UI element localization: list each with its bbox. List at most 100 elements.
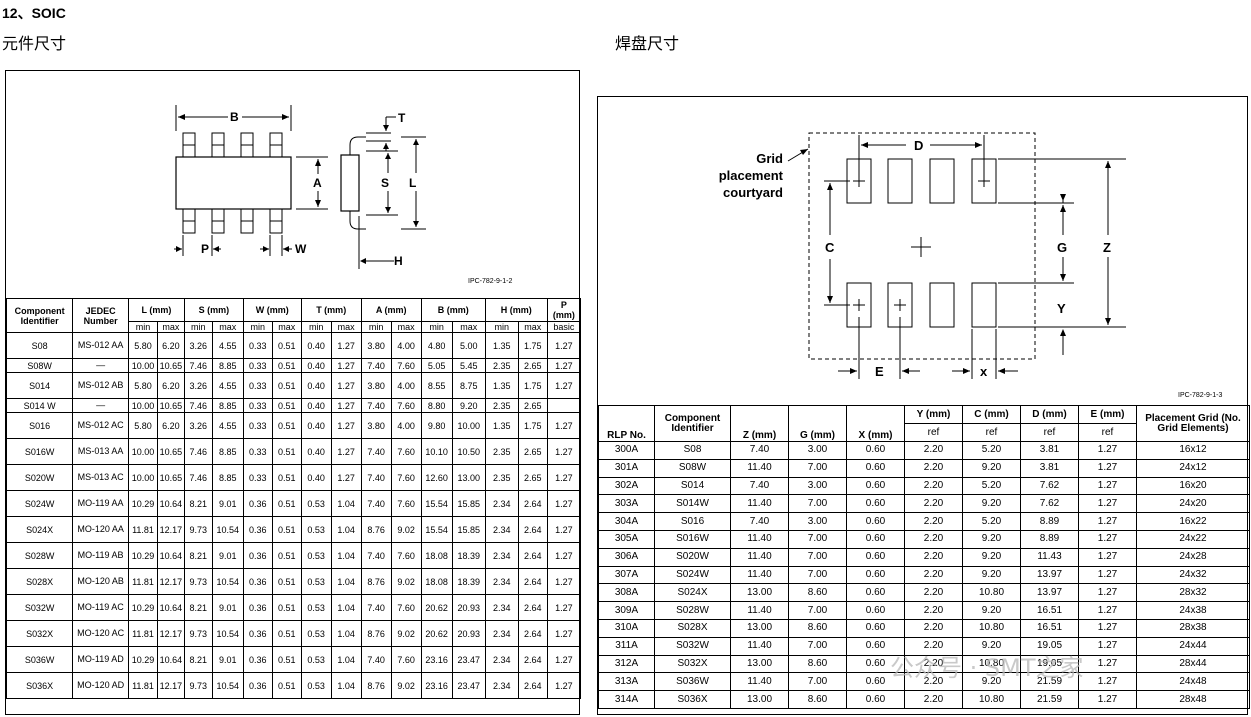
value-cell: 8.60 <box>788 690 847 709</box>
value-cell: 3.00 <box>788 476 847 496</box>
figure-ref-left: IPC-782-9-1-2 <box>468 278 512 285</box>
value-cell: 1.27 <box>546 620 582 647</box>
value-cell: 9.01 <box>211 594 244 621</box>
component-id-cell: S032W <box>5 594 74 621</box>
value-cell: 7.40 <box>360 594 392 621</box>
value-cell: 0.36 <box>242 516 273 543</box>
value-cell: 7.46 <box>183 398 213 413</box>
value-cell: 0.51 <box>271 646 302 673</box>
value-cell: 8.76 <box>360 620 392 647</box>
value-cell: 18.08 <box>420 542 453 569</box>
value-cell: 1.27 <box>546 516 582 543</box>
value-cell: 1.04 <box>330 620 362 647</box>
value-cell: 9.20 <box>962 458 1021 478</box>
dim-label-z: Z <box>1103 240 1111 255</box>
component-id-cell: S032X <box>654 654 731 674</box>
value-cell: 0.36 <box>242 568 273 595</box>
value-cell: 8.85 <box>211 464 244 491</box>
value-cell: 0.36 <box>242 490 273 517</box>
value-cell: 8.21 <box>183 594 213 621</box>
value-cell: 7.00 <box>788 565 847 585</box>
value-cell: 8.89 <box>1020 512 1079 531</box>
value-cell: 12.17 <box>156 672 185 699</box>
value-cell: 8.21 <box>183 646 213 673</box>
land-pattern-table: RLP No. Component Identifier Z (mm) G (m… <box>598 405 1250 709</box>
value-cell: 7.00 <box>788 636 847 656</box>
col-header-l: L (mm) <box>128 298 185 322</box>
value-cell: 23.47 <box>451 646 486 673</box>
value-cell: 10.65 <box>156 398 185 413</box>
value-cell: 28x44 <box>1136 654 1250 674</box>
value-cell: 28x32 <box>1136 583 1250 603</box>
component-id-cell: S032X <box>5 620 74 647</box>
value-cell: 7.60 <box>390 646 422 673</box>
value-cell: 10.10 <box>420 438 453 465</box>
value-cell: 2.65 <box>517 398 548 413</box>
component-id-cell: S028W <box>5 542 74 569</box>
component-id-cell: S016W <box>5 438 74 465</box>
value-cell: 1.27 <box>330 332 362 359</box>
value-cell: 13.00 <box>730 654 789 674</box>
component-id-cell: S024W <box>654 565 731 585</box>
value-cell: 10.00 <box>128 398 158 413</box>
component-dimensions-table: Component Identifier JEDEC Number L (mm)… <box>5 298 582 699</box>
value-cell: 6.20 <box>156 412 185 439</box>
value-cell: 2.64 <box>517 672 548 699</box>
component-panel: B A S L T P W H IPC-782-9-1-2 Component … <box>5 70 582 715</box>
value-cell: 7.60 <box>390 490 422 517</box>
dim-label-a: A <box>313 176 322 190</box>
value-cell: 2.20 <box>904 583 963 603</box>
value-cell: 16x20 <box>1136 476 1250 496</box>
value-cell: 1.27 <box>546 542 582 569</box>
value-cell: 1.27 <box>1078 672 1137 692</box>
value-cell: 10.54 <box>211 568 244 595</box>
watermark: 公众号 · SMT之家 <box>890 654 1084 682</box>
value-cell: 2.20 <box>904 547 963 567</box>
value-cell: 1.27 <box>546 358 582 373</box>
dim-label-l: L <box>409 176 416 190</box>
value-cell: 5.00 <box>451 332 486 359</box>
value-cell: 5.45 <box>451 358 486 373</box>
value-cell: 0.40 <box>300 464 332 491</box>
rlp-number-cell: 305A <box>598 529 655 549</box>
subheader-min: min <box>128 321 158 333</box>
value-cell: 10.54 <box>211 672 244 699</box>
value-cell: 2.64 <box>517 594 548 621</box>
rlp-number-cell: 312A <box>598 654 655 674</box>
value-cell: 0.40 <box>300 438 332 465</box>
component-id-cell: S08 <box>5 332 74 359</box>
component-id-cell: S036W <box>654 672 731 692</box>
value-cell: 6.20 <box>156 372 185 399</box>
col-header-b: B (mm) <box>420 298 486 322</box>
value-cell: 0.51 <box>271 490 302 517</box>
value-cell: 7.00 <box>788 601 847 620</box>
component-id-cell: S024W <box>5 490 74 517</box>
value-cell: 1.27 <box>546 490 582 517</box>
value-cell: 8.85 <box>211 398 244 413</box>
value-cell: 1.27 <box>330 412 362 439</box>
grid-label-line1: Grid <box>756 151 783 166</box>
value-cell: 0.36 <box>242 620 273 647</box>
subheader-min: min <box>183 321 213 333</box>
value-cell: 1.27 <box>1078 458 1137 478</box>
rlp-number-cell: 311A <box>598 636 655 656</box>
jedec-cell: — <box>72 358 130 373</box>
value-cell: 9.73 <box>183 568 213 595</box>
component-id-cell: S024X <box>654 583 731 603</box>
value-cell: 10.29 <box>128 490 158 517</box>
jedec-cell: MO-119 AB <box>72 542 130 569</box>
value-cell: 0.40 <box>300 412 332 439</box>
value-cell: 1.27 <box>1078 512 1137 531</box>
dim-label-p: P <box>201 242 209 256</box>
value-cell: 28x38 <box>1136 618 1250 638</box>
jedec-cell: MS-012 AB <box>72 372 130 399</box>
value-cell: 1.27 <box>1078 565 1137 585</box>
value-cell: 1.35 <box>484 372 519 399</box>
value-cell: 2.34 <box>484 490 519 517</box>
value-cell: 7.46 <box>183 438 213 465</box>
value-cell: 0.40 <box>300 332 332 359</box>
